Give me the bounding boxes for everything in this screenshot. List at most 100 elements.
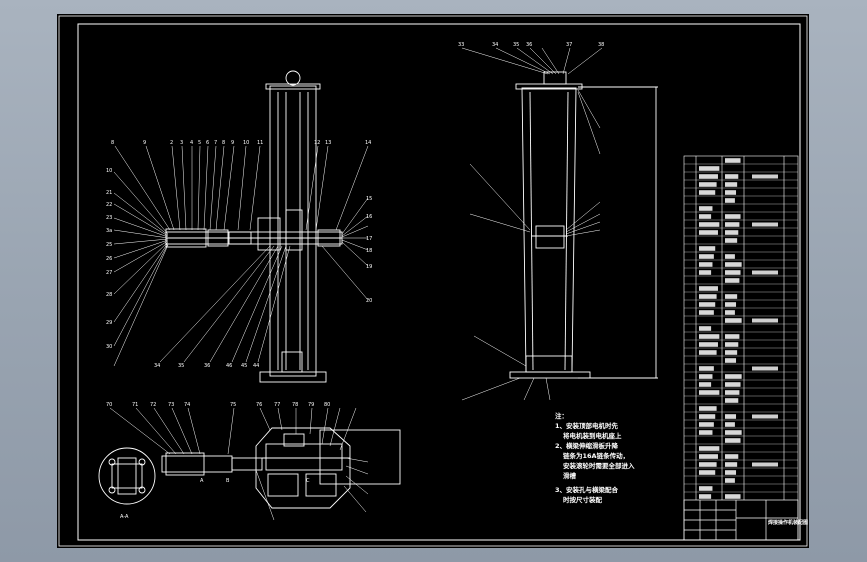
parts-list-cell-glyphs [725, 454, 739, 459]
section-view-circle [98, 447, 156, 505]
section-label-a: A [200, 478, 204, 484]
parts-list-cell-glyphs [699, 414, 716, 419]
parts-list-cell-glyphs [725, 374, 742, 379]
parts-list-cell-glyphs [725, 294, 738, 299]
callout-plan-70: 70 [106, 402, 112, 408]
parts-list-cell-glyphs [725, 182, 738, 187]
parts-list-cell-glyphs [725, 214, 741, 219]
parts-list-cell-glyphs [699, 310, 714, 315]
note-line-5: 安装滚轮时需要全部进入 [563, 461, 635, 470]
callout-plan-77: 77 [274, 402, 280, 408]
section-label-b: B [226, 478, 230, 484]
callout-bottom-34: 34 [154, 363, 160, 369]
front-view-callout-numbers: 8 9 2 3 4 5 6 7 8 9 10 11 12 13 14 10 21… [106, 140, 372, 369]
parts-list-material-glyphs [752, 318, 778, 323]
parts-list-cell-glyphs [725, 438, 741, 443]
parts-list-cell-glyphs [725, 382, 741, 387]
parts-list-cell-glyphs [699, 334, 720, 339]
callout-2: 2 [170, 140, 173, 146]
parts-list-cell-glyphs [725, 414, 737, 419]
callout-plan-79: 79 [308, 402, 314, 408]
parts-list-cell-glyphs [725, 462, 738, 467]
side-top-motor [543, 71, 567, 85]
callout-left-26: 26 [106, 256, 112, 262]
parts-list-cell-glyphs [725, 222, 740, 227]
parts-list-cell-glyphs [725, 230, 739, 235]
parts-list-cell-glyphs [725, 310, 735, 315]
parts-list-cell-glyphs [699, 286, 718, 291]
note-line-6: 滑槽 [563, 471, 577, 480]
callout-plan-71: 71 [132, 402, 138, 408]
note-line-2: 将电机装到电机座上 [563, 431, 622, 440]
callout-right-20: 20 [366, 298, 372, 304]
parts-list-material-glyphs [752, 174, 778, 179]
parts-list-cell-glyphs [725, 174, 739, 179]
callout-left-28: 28 [106, 292, 112, 298]
technical-notes: 注： 1、安装顶部电机时先 将电机装到电机座上 2、横梁伸缩滑板升降 链条为16… [555, 411, 635, 504]
notes-heading: 注： [555, 411, 568, 420]
parts-list-cell-glyphs [699, 406, 717, 411]
parts-list-cell-glyphs [699, 214, 712, 219]
parts-list-cell-glyphs [699, 326, 712, 331]
callout-bottom-35: 35 [178, 363, 184, 369]
callout-9b: 9 [231, 140, 234, 146]
callout-side-35: 35 [513, 42, 519, 48]
parts-list-cell-glyphs [699, 166, 720, 171]
parts-list-cell-glyphs [725, 422, 735, 427]
callout-right-18: 18 [366, 248, 372, 254]
callout-12: 12 [314, 140, 320, 146]
callout-3: 3 [180, 140, 183, 146]
parts-list-cell-glyphs [725, 398, 739, 403]
parts-list-cell-glyphs [699, 342, 718, 347]
parts-list-cell-glyphs [699, 494, 712, 499]
side-view [509, 71, 658, 379]
callout-side-34: 34 [492, 42, 498, 48]
parts-list-cell-glyphs [699, 374, 713, 379]
drawing-paper [57, 14, 809, 548]
parts-list-cell-glyphs [725, 278, 740, 283]
note-line-4: 链条为16A链条传动， [562, 451, 629, 460]
callout-left-10: 10 [106, 168, 112, 174]
side-view-callout-numbers: 33 34 35 36 37 38 [458, 42, 604, 48]
callout-10: 10 [243, 140, 249, 146]
callout-right-17: 17 [366, 236, 372, 242]
note-line-8: 时按尺寸装配 [563, 495, 603, 504]
callout-9: 9 [143, 140, 146, 146]
callout-plan-78: 78 [292, 402, 298, 408]
parts-list-cell-glyphs [699, 254, 714, 259]
callout-left-22: 22 [106, 202, 112, 208]
parts-list-cell-glyphs [699, 182, 717, 187]
parts-list-cell-glyphs [699, 462, 717, 467]
callout-plan-80: 80 [324, 402, 330, 408]
callout-11: 11 [257, 140, 263, 146]
parts-list-cell-glyphs [725, 318, 742, 323]
parts-list-material-glyphs [752, 222, 778, 227]
parts-list-cell-glyphs [725, 342, 739, 347]
callout-side-36: 36 [526, 42, 532, 48]
callout-8b: 8 [222, 140, 225, 146]
parts-list-cell-glyphs [699, 366, 714, 371]
callout-left-3a: 3a [106, 228, 112, 234]
callout-plan-72: 72 [150, 402, 156, 408]
title-block-title: 焊接操作机装配图 [768, 519, 808, 526]
section-label-c: C [306, 478, 310, 484]
parts-list-cell-glyphs [699, 350, 717, 355]
callout-plan-75: 75 [230, 402, 236, 408]
parts-list-cell-glyphs [725, 302, 737, 307]
callout-plan-74: 74 [184, 402, 190, 408]
plan-view [161, 427, 401, 509]
parts-list-cell-glyphs [725, 358, 737, 363]
parts-list-cell-glyphs [725, 254, 735, 259]
parts-list-material-glyphs [752, 270, 778, 275]
callout-bottom-46: 46 [226, 363, 232, 369]
parts-list-cell-glyphs [725, 270, 741, 275]
inner-border [77, 23, 801, 541]
parts-list-cell-glyphs [725, 334, 740, 339]
callout-13: 13 [325, 140, 331, 146]
front-view-leaders [113, 145, 369, 367]
parts-list-cell-glyphs [699, 454, 718, 459]
parts-list-cell-glyphs [699, 390, 720, 395]
callout-5: 5 [198, 140, 201, 146]
parts-list-material-glyphs [752, 366, 778, 371]
parts-list-cell-glyphs [725, 470, 737, 475]
